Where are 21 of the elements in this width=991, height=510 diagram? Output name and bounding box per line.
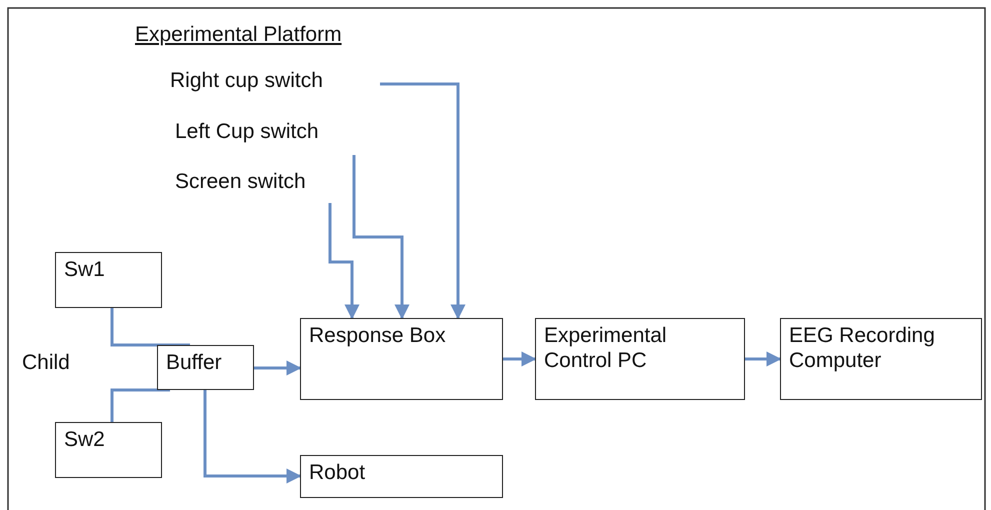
arrow bbox=[503, 352, 536, 366]
component-box: Sw1 bbox=[55, 252, 162, 308]
switch-label: Left Cup switch bbox=[175, 119, 319, 149]
arrow bbox=[328, 203, 360, 320]
side-label: Child bbox=[22, 350, 70, 376]
component-box: EEG Recording Computer bbox=[780, 318, 982, 400]
arrow bbox=[380, 82, 466, 320]
component-box: Sw2 bbox=[55, 422, 162, 478]
connector-line bbox=[110, 308, 190, 346]
arrow bbox=[745, 352, 782, 366]
component-box: Robot bbox=[300, 455, 503, 498]
switch-label: Screen switch bbox=[175, 169, 306, 199]
connector-line bbox=[110, 388, 170, 422]
component-box: Response Box bbox=[300, 318, 503, 400]
component-box: Experimental Control PC bbox=[535, 318, 745, 400]
component-box: Buffer bbox=[157, 345, 254, 390]
diagram-title: Experimental Platform bbox=[135, 22, 342, 48]
arrow bbox=[204, 390, 302, 484]
arrow bbox=[352, 155, 410, 320]
arrow bbox=[254, 360, 302, 376]
switch-label: Right cup switch bbox=[170, 68, 323, 98]
